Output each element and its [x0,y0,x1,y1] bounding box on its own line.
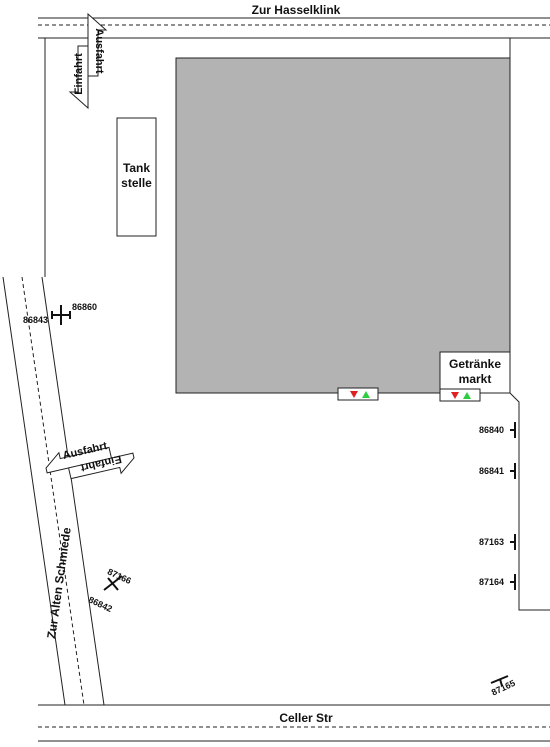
stop-87163-label: 87163 [479,537,505,547]
gas-station-label: Tank stelle [117,161,156,191]
west-entrance-arrow [45,446,135,480]
main-building [175,57,511,394]
stop-87164-marker [510,574,516,590]
west-road [2,276,105,706]
north-entrance-arrow [68,12,108,110]
stop-87163-marker [510,534,516,550]
stop-87164-label: 87164 [479,577,505,587]
gas-station-line-2: stelle [121,176,152,190]
gas-station-line-1: Tank [122,161,151,175]
stop-86843-label: 86843 [23,315,49,325]
street-label-south: Celler Str [279,711,333,725]
street-label-north: Zur Hasselklink [251,3,341,17]
gas-station-box [116,117,157,237]
market-entrance-marker [439,388,481,402]
beverage-market-line-2: markt [458,372,492,386]
stop-86840-label: 86840 [479,425,505,435]
north-exit-label: Ausfahrt [93,28,105,74]
beverage-market-label: Getränke markt [440,357,510,387]
stop-86841-marker [510,463,516,479]
stop-87166-86842-marker [103,575,123,591]
stop-86843-86860-marker [51,305,71,325]
north-entry-label: Einfahrt [73,53,85,95]
beverage-market-box [439,351,511,394]
building-entrance-marker [337,387,379,401]
stop-86841-label: 86841 [479,466,505,476]
beverage-market-line-1: Getränke [448,357,502,371]
north-road [38,17,550,39]
stop-86840-marker [510,422,516,438]
stop-86860-label: 86860 [72,302,98,312]
stop-87165-marker [490,675,509,687]
